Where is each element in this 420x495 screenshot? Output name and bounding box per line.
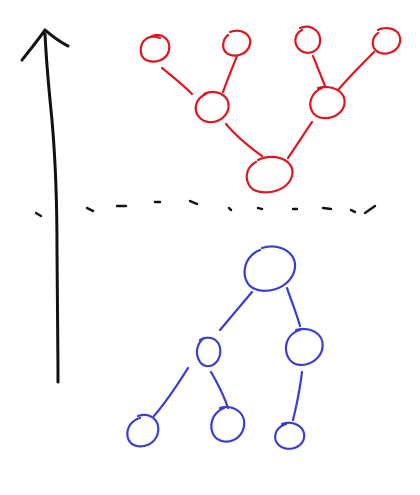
divider-dash xyxy=(85,206,95,213)
tree-node-leaf xyxy=(210,405,246,443)
tree-node-mid xyxy=(195,336,222,368)
divider-dash xyxy=(188,199,199,206)
divider-dash xyxy=(34,211,43,218)
tree-node-leaf xyxy=(294,25,322,54)
tree-edge xyxy=(291,370,304,422)
arrow-shaft xyxy=(43,32,60,384)
divider-dash xyxy=(363,204,377,215)
tree-node-mid xyxy=(194,90,230,124)
tree-edge xyxy=(221,54,239,94)
upper-tree xyxy=(139,25,402,194)
divider-dash xyxy=(227,206,233,212)
tree-node-mid xyxy=(309,85,346,120)
tree-edge xyxy=(285,286,302,328)
divider-dash xyxy=(321,206,333,211)
tree-node-root xyxy=(243,245,297,292)
tree-node-leaf xyxy=(126,413,160,448)
tree-node-root xyxy=(245,155,294,194)
vertical-arrow xyxy=(20,28,70,384)
tree-edge xyxy=(286,120,314,160)
lower-tree xyxy=(126,245,324,450)
tree-node-leaf xyxy=(222,29,252,57)
tree-edge xyxy=(218,290,254,332)
tree-edge xyxy=(311,54,327,88)
arrow-head xyxy=(20,28,70,62)
dotted-divider xyxy=(34,199,377,218)
tree-edge xyxy=(152,366,190,418)
divider-dash xyxy=(256,206,264,211)
tree-edge xyxy=(209,370,230,410)
tree-edge xyxy=(224,122,264,158)
divider-dash xyxy=(349,208,357,214)
tree-node-mid xyxy=(284,327,324,367)
tree-node-leaf xyxy=(371,26,402,55)
tree-node-leaf xyxy=(139,33,171,63)
tree-node-leaf xyxy=(274,421,306,450)
tree-edge xyxy=(160,66,194,96)
tree-edge xyxy=(336,50,376,92)
